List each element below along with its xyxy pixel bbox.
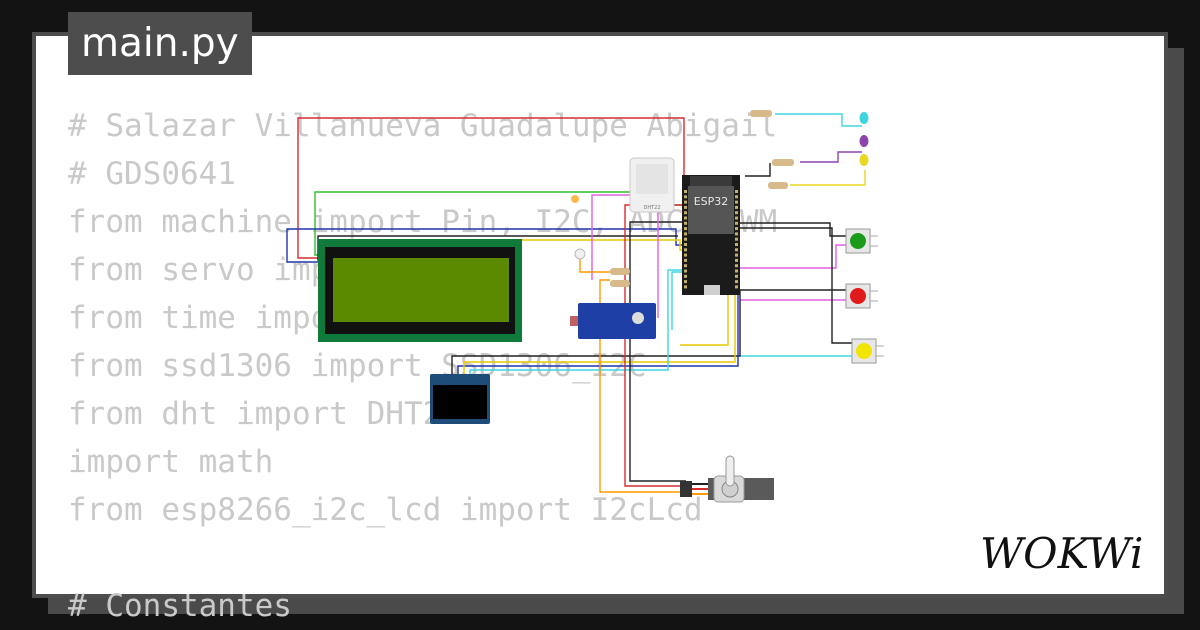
esp32-pin — [735, 237, 738, 241]
esp32-pin — [684, 211, 687, 215]
esp32-pin — [735, 243, 738, 246]
led-purple — [859, 135, 869, 147]
resistors — [610, 110, 794, 287]
esp32-pin — [684, 216, 687, 220]
wire-pink-pot — [591, 194, 659, 318]
esp32-pin — [735, 253, 738, 257]
esp32-pin — [684, 237, 687, 241]
wire-yellow-led — [790, 170, 866, 186]
esp32-board: ESP32 — [682, 175, 740, 295]
esp32-pin — [735, 216, 738, 220]
button-red[interactable] — [845, 283, 878, 309]
code-line: # Constantes — [68, 588, 292, 624]
esp32-pin — [684, 269, 687, 273]
esp32-pin — [684, 232, 687, 236]
wire-black-led1 — [745, 163, 771, 177]
file-tab[interactable]: main.py — [68, 12, 252, 75]
esp32-pin — [735, 258, 738, 262]
esp32-pin — [684, 258, 687, 262]
wire-blue-oled — [457, 280, 739, 378]
dht22-sensor: DHT22 — [629, 157, 675, 213]
wire-blue-lcd — [286, 228, 684, 263]
esp32-pin — [684, 248, 687, 252]
code-line: from esp8266_i2c_lcd import I2cLcd — [68, 492, 703, 528]
led-yellow — [859, 154, 869, 166]
esp32-pin — [735, 274, 738, 278]
esp32-pin — [684, 253, 687, 257]
wire-cyan-oled — [469, 269, 686, 378]
code-line: import math — [68, 444, 274, 480]
esp32-pin — [735, 280, 738, 284]
button-green[interactable] — [845, 228, 878, 254]
esp32-pin — [735, 285, 738, 289]
esp32-pin — [735, 269, 738, 273]
wire-red-servo — [624, 204, 686, 487]
wire-black-btn3 — [740, 227, 852, 344]
esp32-pin — [735, 211, 738, 215]
wire-orange-servo — [599, 279, 686, 493]
svg-text:ESP32: ESP32 — [694, 195, 729, 208]
svg-text:WOKWi: WOKWi — [980, 529, 1143, 576]
wire-orange-ldr — [579, 254, 610, 273]
led-cyan — [859, 112, 869, 124]
esp32-pin — [735, 205, 738, 209]
wire-yellow-pot — [680, 290, 729, 346]
wire-purple-led — [800, 151, 862, 163]
sensor-module — [570, 303, 656, 339]
esp32-pin — [735, 248, 738, 252]
lcd-display — [318, 239, 522, 342]
oled-display — [430, 374, 490, 424]
wire-pink-btn1 — [740, 244, 846, 269]
code-line: from dht import DHT22 — [68, 396, 460, 432]
svg-text:DHT22: DHT22 — [643, 205, 660, 211]
esp32-pin — [735, 264, 738, 268]
esp32-pin — [684, 200, 687, 204]
esp32-pin — [684, 227, 687, 231]
esp32-pins — [684, 190, 738, 289]
code-line: # GDS0641 — [68, 156, 236, 192]
esp32-pin — [684, 274, 687, 278]
led-orange — [571, 195, 579, 203]
wokwi-logo: WOKWi — [980, 529, 1143, 576]
esp32-pin — [684, 190, 687, 193]
wires — [286, 113, 866, 493]
esp32-pin — [684, 280, 687, 284]
esp32-pin — [735, 221, 738, 225]
esp32-pin — [684, 195, 687, 199]
esp32-pin — [684, 221, 687, 225]
esp32-pin — [735, 190, 738, 193]
wire-cyan-led — [775, 113, 862, 127]
esp32-pin — [684, 264, 687, 268]
servo-motor — [680, 455, 774, 503]
wire-black-oled — [451, 290, 741, 378]
esp32-pin — [684, 205, 687, 209]
esp32-pin — [684, 243, 687, 246]
wire-cyan-sensor — [671, 271, 686, 330]
esp32-pin — [735, 195, 738, 199]
wire-red-top — [297, 117, 685, 259]
esp32-pin — [735, 232, 738, 236]
wire-black-btn1 — [740, 222, 846, 237]
esp32-pin — [735, 200, 738, 204]
esp32-pin — [735, 227, 738, 231]
button-yellow[interactable] — [851, 338, 884, 364]
esp32-pin — [684, 285, 687, 289]
ldr-sensor — [574, 248, 586, 260]
